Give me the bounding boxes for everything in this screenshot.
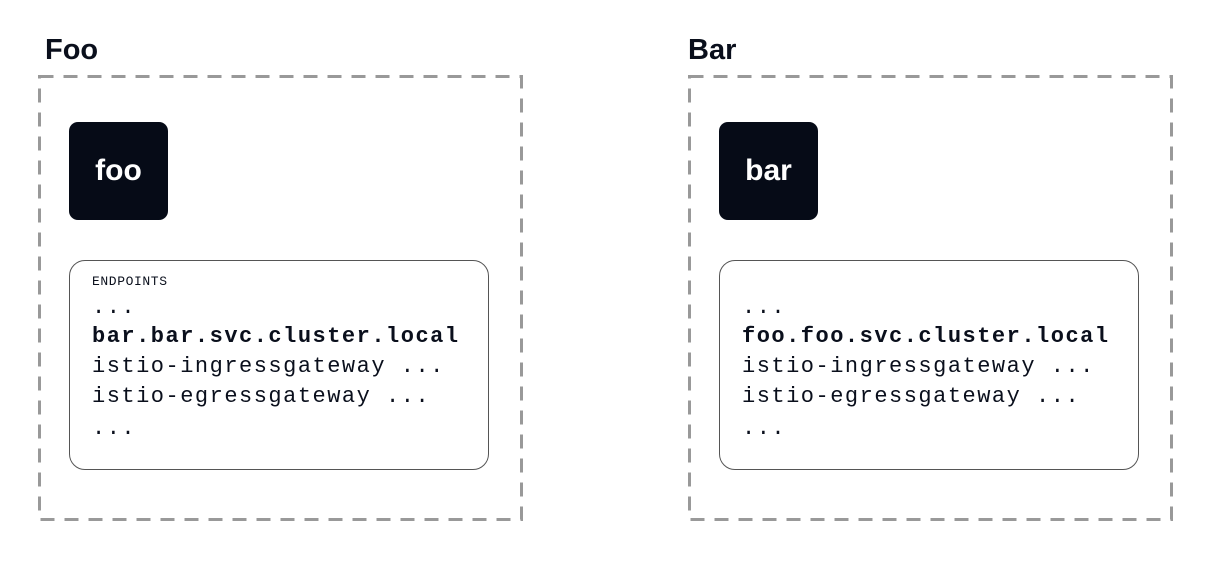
endpoints-header: ENDPOINTS (92, 274, 168, 289)
endpoint-line: ... (742, 295, 787, 320)
endpoints-panel-bar: ... foo.foo.svc.cluster.local istio-ingr… (719, 260, 1139, 470)
service-box-bar: bar (719, 122, 818, 220)
endpoint-line: istio-egressgateway ... (742, 384, 1081, 409)
endpoint-line: ... (92, 295, 137, 320)
endpoint-line: istio-egressgateway ... (92, 384, 431, 409)
endpoint-line: ... (92, 416, 137, 441)
endpoint-line: istio-ingressgateway ... (742, 354, 1095, 379)
service-box-foo: foo (69, 122, 168, 220)
cluster-frame-bar (688, 75, 1173, 521)
endpoint-line: istio-ingressgateway ... (92, 354, 445, 379)
endpoint-line-highlighted: bar.bar.svc.cluster.local (92, 324, 460, 349)
endpoint-line-highlighted: foo.foo.svc.cluster.local (742, 324, 1110, 349)
endpoint-line: ... (742, 416, 787, 441)
endpoints-panel-foo: ENDPOINTS ... bar.bar.svc.cluster.local … (69, 260, 489, 470)
cluster-title-bar: Bar (688, 34, 737, 66)
cluster-title-foo: Foo (45, 34, 99, 66)
cluster-frame-foo (38, 75, 523, 521)
